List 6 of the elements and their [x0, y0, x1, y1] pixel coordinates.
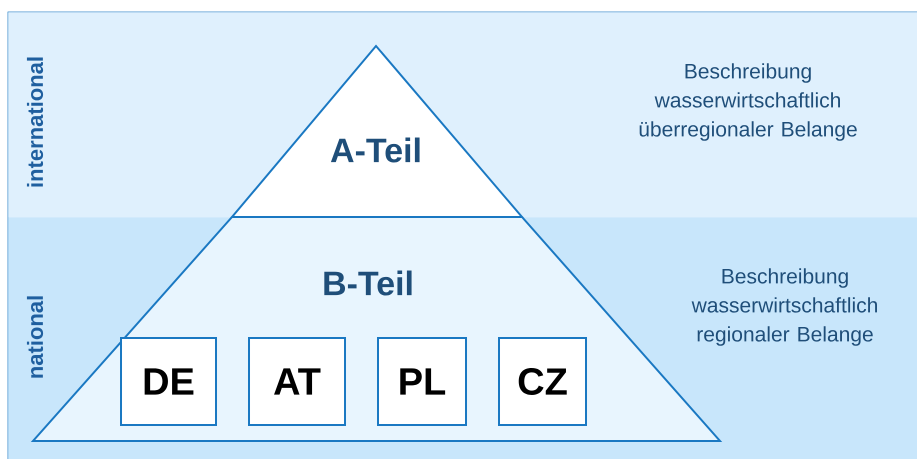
band-label: international: [26, 58, 44, 186]
country-box: PL: [377, 337, 467, 426]
country-box: CZ: [498, 337, 587, 426]
country-box: AT: [248, 337, 346, 426]
description-text: Beschreibung wasserwirtschaftlich überregionaler Belange: [640, 63, 857, 141]
country-box: DE: [120, 337, 217, 426]
